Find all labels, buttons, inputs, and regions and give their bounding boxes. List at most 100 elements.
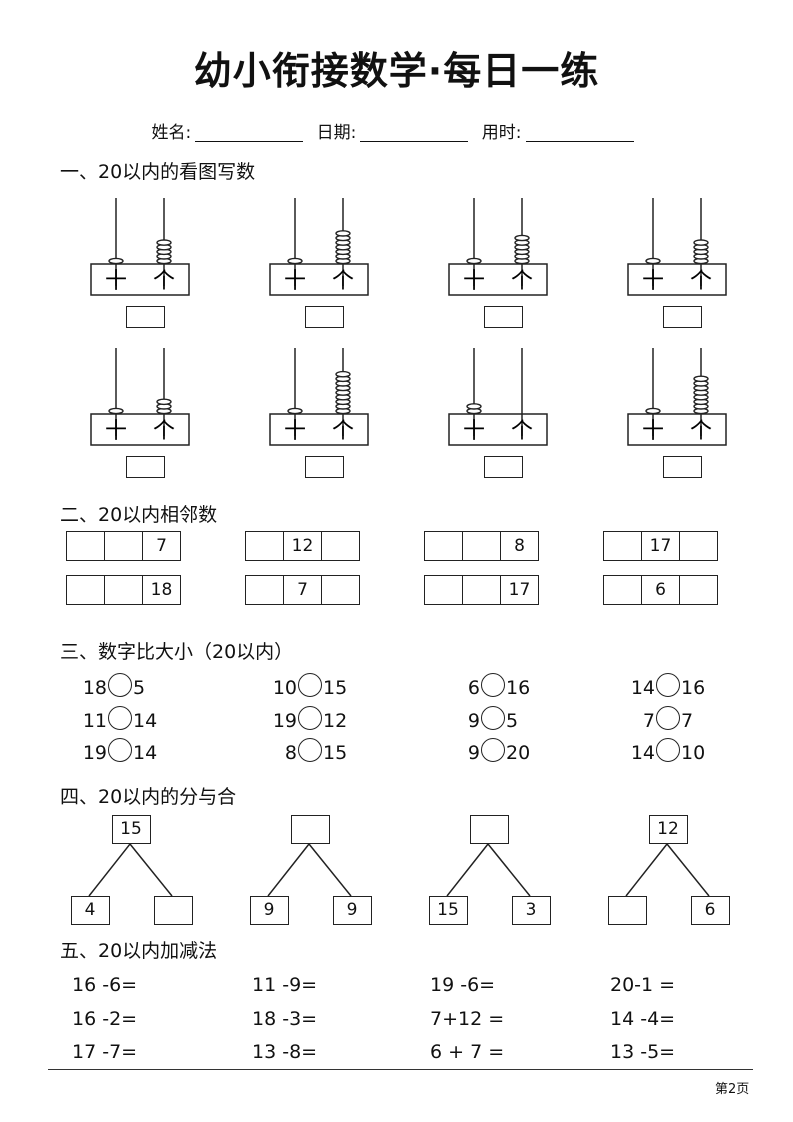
calc-problem[interactable]: 13 -8= (252, 1041, 318, 1063)
date-label: 日期: (316, 123, 357, 143)
tens-place-label: 十 (463, 269, 485, 294)
split-left-branch (625, 843, 668, 897)
tens-place-label: 十 (642, 419, 664, 444)
worksheet-title: 幼小衔接数学·每日一练 (193, 49, 600, 93)
neighbor-blank-cell[interactable] (463, 576, 501, 604)
abacus-answer-box[interactable] (126, 456, 165, 478)
neighbor-blank-cell[interactable] (425, 576, 463, 604)
tens-place-label: 十 (642, 269, 664, 294)
neighbor-given-cell: 6 (642, 576, 680, 604)
split-top-box[interactable] (290, 815, 330, 844)
neighbor-row: 7 (245, 575, 360, 605)
split-top-box: 15 (111, 815, 151, 844)
calc-problem[interactable]: 17 -7= (72, 1041, 138, 1063)
date-blank[interactable] (360, 123, 469, 142)
compare-answer-circle[interactable] (656, 673, 680, 697)
abacus-answer-box[interactable] (305, 456, 344, 478)
compare-left-number: 7 (642, 710, 655, 732)
neighbor-blank-cell[interactable] (67, 576, 105, 604)
neighbor-given-cell: 12 (284, 532, 322, 560)
compare-right-number: 15 (323, 677, 348, 699)
split-top-box[interactable] (469, 815, 509, 844)
split-right-box: 3 (511, 896, 551, 925)
compare-answer-circle[interactable] (656, 706, 680, 730)
neighbor-given-cell: 17 (642, 532, 680, 560)
ones-bead (156, 239, 172, 246)
time-blank[interactable] (525, 123, 634, 142)
split-right-box[interactable] (153, 896, 193, 925)
neighbor-blank-cell[interactable] (105, 532, 143, 560)
calc-problem[interactable]: 20-1 = (610, 974, 676, 996)
split-left-branch (446, 843, 489, 897)
split-right-box: 6 (690, 896, 730, 925)
compare-left-number: 9 (467, 710, 480, 732)
calc-problem[interactable]: 14 -4= (610, 1008, 676, 1030)
calc-problem[interactable]: 7+12 = (430, 1008, 505, 1030)
compare-left-number: 6 (467, 677, 480, 699)
neighbor-row: 17 (603, 531, 718, 561)
split-top-box: 12 (648, 815, 688, 844)
abacus-answer-box[interactable] (484, 306, 523, 328)
abacus-answer-box[interactable] (663, 306, 702, 328)
calc-problem[interactable]: 18 -3= (252, 1008, 318, 1030)
compare-answer-circle[interactable] (481, 738, 505, 762)
calc-problem[interactable]: 6 + 7 = (430, 1041, 505, 1063)
compare-answer-circle[interactable] (481, 706, 505, 730)
split-left-branch (267, 843, 310, 897)
calc-problem[interactable]: 16 -6= (72, 974, 138, 996)
compare-answer-circle[interactable] (108, 738, 132, 762)
neighbor-row: 18 (66, 575, 181, 605)
neighbor-row: 12 (245, 531, 360, 561)
abacus-answer-box[interactable] (126, 306, 165, 328)
neighbor-blank-cell[interactable] (105, 576, 143, 604)
split-right-branch (666, 843, 710, 897)
split-right-branch (487, 843, 531, 897)
abacus: 十个 (90, 198, 190, 296)
split-right-box: 9 (332, 896, 372, 925)
tens-bead (287, 257, 303, 265)
compare-answer-circle[interactable] (298, 738, 322, 762)
ones-place-label: 个 (511, 269, 533, 294)
abacus: 十个 (627, 348, 727, 446)
neighbor-blank-cell[interactable] (67, 532, 105, 560)
neighbor-given-cell: 7 (156, 536, 167, 556)
compare-right-number: 15 (323, 742, 348, 764)
neighbor-blank-cell[interactable] (463, 532, 501, 560)
abacus: 十个 (448, 348, 548, 446)
abacus: 十个 (269, 348, 369, 446)
compare-right-number: 10 (681, 742, 706, 764)
compare-left-number: 19 (272, 710, 297, 732)
compare-right-number: 12 (323, 710, 348, 732)
calc-problem[interactable]: 16 -2= (72, 1008, 138, 1030)
student-info-row: 姓名: 日期: 用时: (0, 118, 793, 143)
compare-right-number: 7 (681, 710, 694, 732)
neighbor-blank-cell[interactable] (246, 576, 284, 604)
name-blank[interactable] (195, 123, 304, 142)
split-left-box[interactable] (607, 896, 647, 925)
compare-answer-circle[interactable] (108, 706, 132, 730)
calc-problem[interactable]: 11 -9= (252, 974, 318, 996)
abacus: 十个 (448, 198, 548, 296)
neighbor-blank-cell[interactable] (425, 532, 463, 560)
compare-answer-circle[interactable] (108, 673, 132, 697)
neighbor-row: 8 (424, 531, 539, 561)
split-left-box: 4 (70, 896, 110, 925)
calc-problem[interactable]: 13 -5= (610, 1041, 676, 1063)
compare-answer-circle[interactable] (481, 673, 505, 697)
neighbor-blank-cell[interactable] (246, 532, 284, 560)
compare-right-number: 14 (133, 742, 158, 764)
compare-answer-circle[interactable] (656, 738, 680, 762)
abacus-answer-box[interactable] (663, 456, 702, 478)
abacus-answer-box[interactable] (305, 306, 344, 328)
compare-answer-circle[interactable] (298, 673, 322, 697)
ones-bead (335, 370, 351, 378)
section-3-heading: 三、数字比大小（20以内） (60, 641, 294, 663)
neighbor-blank-cell[interactable] (604, 532, 642, 560)
compare-answer-circle[interactable] (298, 706, 322, 730)
abacus-answer-box[interactable] (484, 456, 523, 478)
neighbor-blank-cell[interactable] (604, 576, 642, 604)
abacus-base (627, 263, 727, 296)
calc-problem[interactable]: 19 -6= (430, 974, 496, 996)
